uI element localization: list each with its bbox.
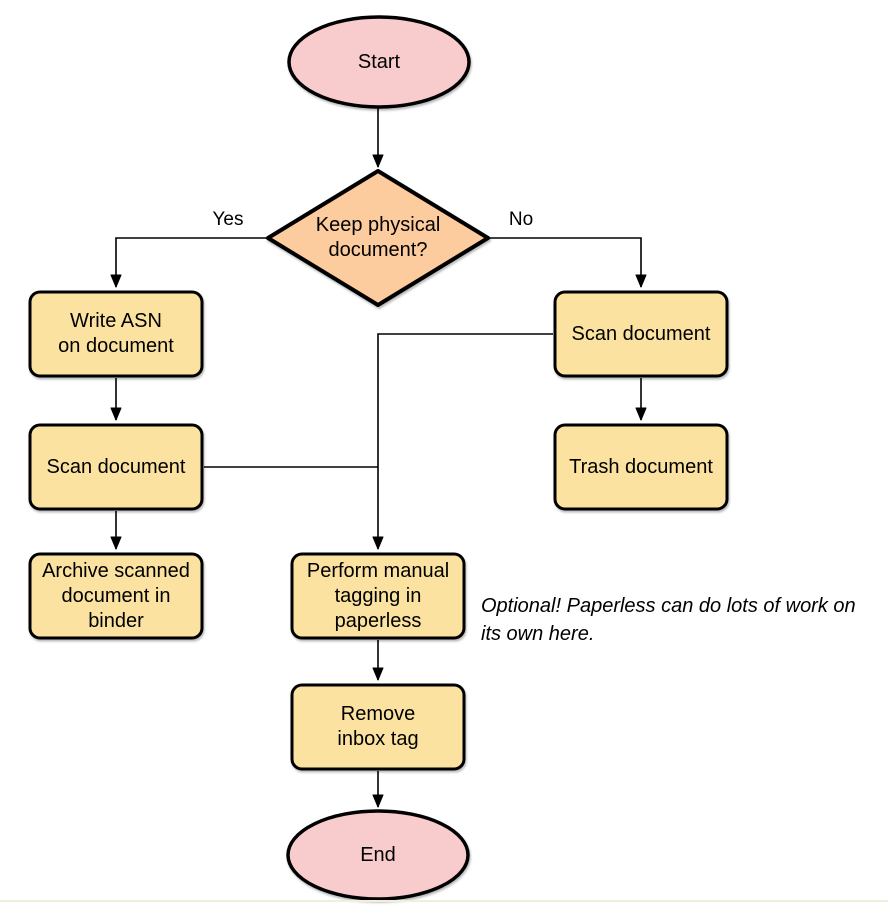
node-scan-left-shape: [28, 423, 204, 511]
node-write-asn-shape: [28, 290, 204, 378]
edges-group: [110, 107, 647, 808]
node-scan-right-shape: [553, 290, 729, 378]
node-decision-shape: [266, 169, 490, 307]
edge-label-yes: Yes: [212, 209, 244, 230]
annotation-note: Optional! Paperless can do lots of work …: [481, 595, 856, 645]
node-trash-shape: [553, 423, 729, 511]
edge-scan-right-to-perform: [372, 333, 553, 550]
node-end-shape: [286, 809, 470, 901]
edge-label-no: No: [508, 209, 534, 230]
node-start-shape: [287, 15, 471, 109]
node-perform-tagging-shape: [290, 552, 466, 640]
node-archive-shape: [28, 552, 204, 640]
shapes-group: [28, 15, 729, 901]
edge-decision-no-to-scan-right: [489, 237, 647, 288]
bottom-divider: [0, 900, 888, 902]
node-remove-inbox-shape: [290, 683, 466, 771]
edge-decision-yes-to-write-asn: [110, 237, 267, 288]
